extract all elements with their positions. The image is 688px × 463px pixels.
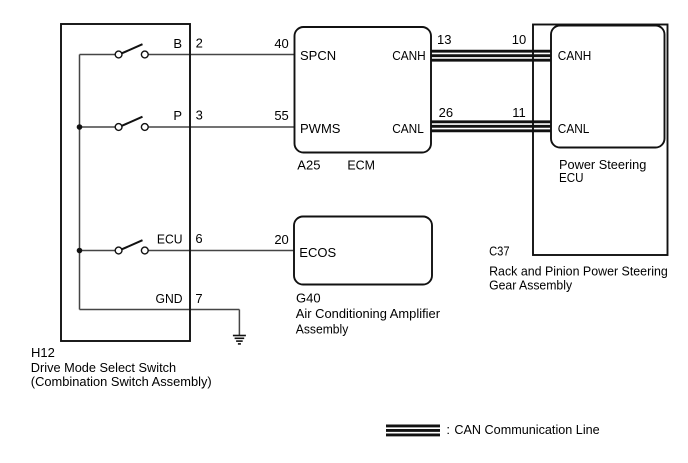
svg-text:Power Steering: Power Steering: [559, 157, 646, 172]
svg-text:H12: H12: [31, 345, 55, 360]
svg-text:7: 7: [195, 291, 202, 306]
svg-text:G40: G40: [296, 290, 321, 305]
svg-text:6: 6: [195, 231, 202, 246]
svg-text:ECM: ECM: [347, 158, 375, 173]
svg-text:(Combination Switch Assembly): (Combination Switch Assembly): [31, 374, 212, 389]
svg-text:B: B: [173, 36, 182, 51]
svg-text:Rack and Pinion Power Steering: Rack and Pinion Power Steering: [489, 264, 668, 279]
svg-text:13: 13: [437, 32, 451, 47]
svg-text:Drive Mode Select Switch: Drive Mode Select Switch: [31, 360, 176, 375]
svg-text:55: 55: [274, 108, 288, 123]
svg-text:C37: C37: [489, 244, 510, 259]
svg-text:Gear Assembly: Gear Assembly: [489, 278, 572, 293]
svg-text:26: 26: [439, 105, 453, 120]
svg-text:ECOS: ECOS: [299, 245, 336, 260]
svg-text:2: 2: [196, 35, 203, 50]
svg-text:40: 40: [274, 36, 288, 51]
svg-text:ECU: ECU: [157, 231, 183, 246]
svg-text:ECU: ECU: [559, 170, 584, 185]
svg-text:GND: GND: [156, 291, 183, 306]
svg-text:11: 11: [512, 105, 526, 120]
svg-text:A25: A25: [297, 158, 320, 173]
svg-text:CANH: CANH: [392, 48, 426, 63]
svg-text:PWMS: PWMS: [300, 121, 341, 136]
svg-text:20: 20: [274, 232, 288, 247]
svg-text:CANH: CANH: [558, 48, 592, 63]
svg-text:SPCN: SPCN: [300, 48, 336, 63]
svg-text:Assembly: Assembly: [296, 322, 349, 337]
svg-text:3: 3: [196, 108, 203, 123]
svg-text:10: 10: [512, 32, 526, 47]
svg-text:CANL: CANL: [558, 121, 590, 136]
svg-text:P: P: [173, 108, 182, 123]
svg-text:CAN Communication Line: CAN Communication Line: [454, 422, 599, 437]
svg-text:CANL: CANL: [392, 121, 424, 136]
svg-text::: :: [446, 422, 450, 437]
svg-text:Air Conditioning Amplifier: Air Conditioning Amplifier: [296, 306, 441, 321]
